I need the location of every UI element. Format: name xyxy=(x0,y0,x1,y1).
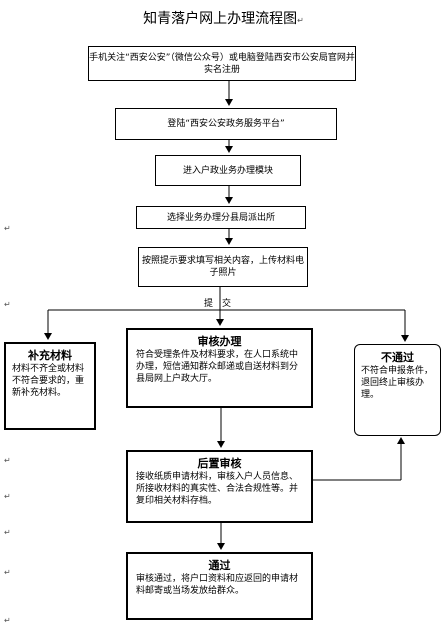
paragraph-mark: ↵ xyxy=(4,224,11,233)
review-box: 审核办理 符合受理条件及材料要求，在人口系统中办理，短信通知群众邮递或自送材料到… xyxy=(126,328,313,408)
supplement-box: 补充材料 材料不齐全或材料不符合要求的，重新补充材料。 xyxy=(4,342,96,430)
supplement-body: 材料不齐全或材料不符合要求的，重新补充材料。 xyxy=(12,364,85,398)
paragraph-mark: ↵ xyxy=(297,16,304,25)
paragraph-mark: ↵ xyxy=(4,300,11,309)
submit-label: 提 交 xyxy=(204,299,232,309)
step-follow-register: 手机关注“西安公安”（微信公众号）或电脑登陆西安市公安局官网并实名注册 xyxy=(88,46,356,81)
reject-title: 不通过 xyxy=(381,351,414,364)
step-enter-module-text: 进入户政业务办理模块 xyxy=(182,165,273,176)
passed-title: 通过 xyxy=(208,559,231,572)
step-select-station: 选择业务办理分县局派出所 xyxy=(136,206,306,229)
step-fill-upload: 按照提示要求填写相关内容，上传材料电子照片 xyxy=(138,247,308,287)
diagram-title: 知青落户网上办理流程图↵ xyxy=(0,8,447,28)
post-review-title: 后置审核 xyxy=(197,457,242,470)
passed-box: 通过 审核通过，将户口资料和应返回的申请材料邮寄或当场发放给群众。 xyxy=(126,552,313,620)
step-select-station-text: 选择业务办理分县局派出所 xyxy=(166,212,275,223)
title-text: 知青落户网上办理流程图 xyxy=(143,11,298,27)
paragraph-mark: ↵ xyxy=(4,568,11,577)
passed-body: 审核通过，将户口资料和应返回的申请材料邮寄或当场发放给群众。 xyxy=(136,574,299,596)
step-fill-upload-text: 按照提示要求填写相关内容，上传材料电子照片 xyxy=(141,256,304,278)
reject-box: 不通过 不符合申报条件，退回终止审核办理。 xyxy=(354,344,441,436)
paragraph-mark: ↵ xyxy=(4,616,11,625)
step-enter-module: 进入户政业务办理模块 xyxy=(155,155,301,186)
paragraph-mark: ↵ xyxy=(4,456,11,465)
step-login-platform-text: 登陆“西安公安政务服务平台” xyxy=(167,119,285,129)
post-review-box: 后置审核 接收纸质申请材料，审核入户人员信息、所接收材料的真实性、合法合规性等。… xyxy=(126,450,313,523)
step-login-platform: 登陆“西安公安政务服务平台” xyxy=(115,108,337,140)
paragraph-mark: ↵ xyxy=(4,492,11,501)
supplement-title: 补充材料 xyxy=(28,349,72,362)
reject-body: 不符合申报条件，退回终止审核办理。 xyxy=(361,366,434,400)
review-title: 审核办理 xyxy=(197,335,242,348)
paragraph-mark: ↵ xyxy=(4,528,11,537)
step-follow-register-text: 手机关注“西安公安”（微信公众号）或电脑登陆西安市公安局官网并实名注册 xyxy=(89,52,355,75)
review-body: 符合受理条件及材料要求，在人口系统中办理，短信通知群众邮递或自送材料到分县局网上… xyxy=(136,350,299,384)
post-review-body: 接收纸质申请材料，审核入户人员信息、所接收材料的真实性、合法合规性等。并复印相关… xyxy=(136,472,299,506)
